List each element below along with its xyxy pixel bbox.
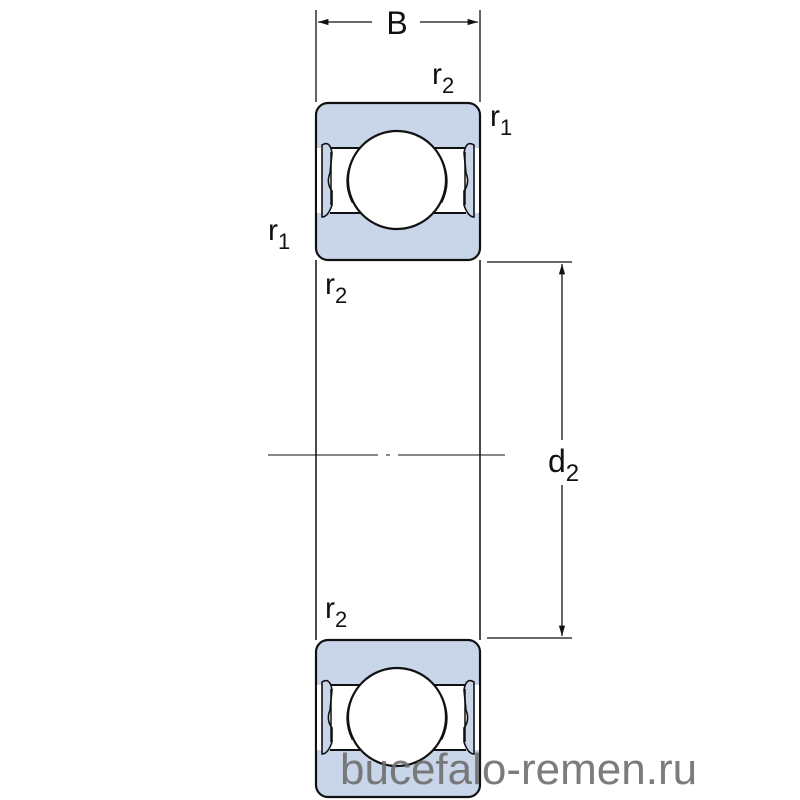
dimension-label-b: B — [386, 5, 407, 41]
radius-label-r1-right: r1 — [490, 100, 512, 140]
watermark: bucefalo-remen.ru — [340, 745, 697, 794]
seal-left — [321, 142, 333, 218]
seal-right — [463, 142, 475, 218]
ball — [346, 129, 448, 231]
radius-label-r2-inner: r2 — [325, 268, 347, 308]
width-dimension: B — [315, 5, 481, 102]
diameter-dimension: d2 — [487, 261, 595, 639]
radius-label-r2-top: r2 — [432, 58, 454, 98]
bearing-section-top — [314, 101, 482, 262]
radius-label-r1-left: r1 — [268, 214, 290, 254]
dimension-label-d2: d2 — [548, 443, 579, 487]
radius-label-r2-bottom: r2 — [325, 592, 347, 632]
